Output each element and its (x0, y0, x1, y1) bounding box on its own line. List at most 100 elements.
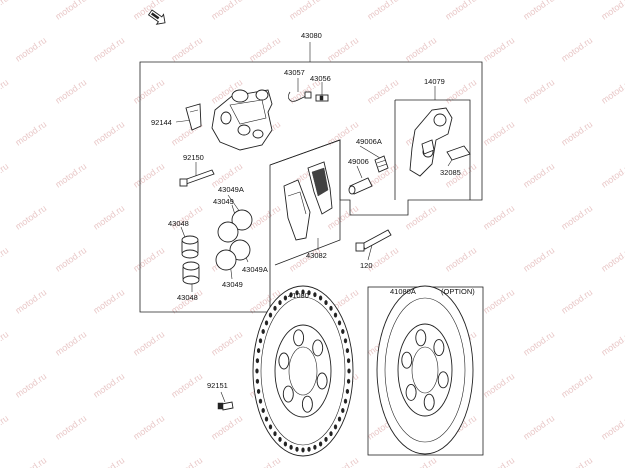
watermark-text: motod.ru (209, 413, 244, 442)
disc-vent-hole (295, 446, 299, 452)
watermark-text: motod.ru (53, 329, 88, 358)
watermark-text: motod.ru (247, 455, 282, 468)
disc-vent-hole (255, 368, 259, 374)
disc-vent-hole (345, 348, 350, 354)
disc-vent-hole (337, 320, 342, 326)
disc-hub-cutout (401, 351, 413, 369)
disc-vent-hole (258, 398, 263, 404)
disc-hub-cutout (433, 339, 445, 357)
watermark-text: motod.ru (481, 287, 516, 316)
watermark-text: motod.ru (599, 77, 625, 106)
watermark-text: motod.ru (559, 203, 594, 232)
disc-vent-hole (273, 305, 277, 311)
watermark-text: motod.ru (209, 329, 244, 358)
label-43049A-upper: 43049A (218, 185, 244, 194)
disc-vent-hole (283, 295, 288, 301)
watermark-text: motod.ru (53, 0, 88, 22)
piston-lower (182, 261, 200, 285)
piston-upper (181, 235, 199, 259)
watermark-text: motod.ru (365, 0, 400, 22)
brake-pad-front (307, 161, 333, 215)
dust-boot (374, 155, 389, 173)
disc-vent-hole (313, 292, 317, 298)
pad-frame (269, 139, 341, 266)
piston-seals-lower (215, 239, 251, 271)
watermark-text: motod.ru (559, 371, 594, 400)
disc-vent-hole (255, 378, 260, 384)
label-43082: 43082 (306, 251, 327, 260)
watermark-text: motod.ru (53, 245, 88, 274)
watermark-text: motod.ru (247, 203, 282, 232)
watermark-text: motod.ru (169, 371, 204, 400)
watermark-text: motod.ru (521, 245, 556, 274)
watermark-text: motod.ru (599, 0, 625, 22)
watermark-text: motod.ru (91, 119, 126, 148)
watermark-text: motod.ru (13, 455, 48, 468)
label-120: 120 (360, 261, 373, 270)
disc-vent-hole (268, 424, 273, 430)
disc-vent-hole (318, 295, 323, 301)
watermark-text: motod.ru (599, 161, 625, 190)
bolt-120 (355, 229, 392, 252)
disc-hub-cutout (312, 339, 324, 357)
watermark-text: motod.ru (599, 329, 625, 358)
disc-vent-hole (346, 378, 351, 384)
watermark-text: motod.ru (481, 455, 516, 468)
label-43049-upper: 43049 (213, 197, 234, 206)
watermark-text: motod.ru (91, 287, 126, 316)
watermark-text: motod.ru (131, 329, 166, 358)
disc-vent-hole (261, 408, 265, 413)
label-option: (OPTION) (441, 287, 475, 296)
disc-hub-cutout (282, 385, 294, 403)
arrow-front-icon (147, 9, 166, 25)
watermark-text: motod.ru (13, 35, 48, 64)
disc-vent-hole (278, 300, 282, 306)
watermark-text: motod.ru (13, 287, 48, 316)
label-43056: 43056 (310, 74, 331, 83)
label-92144: 92144 (151, 118, 172, 127)
watermark-text: motod.ru (403, 455, 438, 468)
disc-vent-hole (258, 338, 263, 344)
watermark-text: motod.ru (13, 203, 48, 232)
watermark-text: motod.ru (599, 413, 625, 442)
brake-disc-41080A (376, 285, 474, 455)
watermark-text: motod.ru (521, 329, 556, 358)
label-49006A: 49006A (356, 137, 382, 146)
caliper-body (211, 89, 273, 151)
disc-vent-hole (289, 292, 293, 298)
watermark-text: motod.ru (287, 0, 322, 22)
disc-vent-hole (329, 305, 333, 311)
disc-hub-cutout (423, 393, 435, 411)
slide-pin-92150 (179, 169, 215, 187)
watermark-text: motod.ru (0, 413, 10, 442)
disc-vent-hole (307, 290, 311, 296)
disc-hub-cutout (437, 371, 449, 389)
label-41080A: 41080A (390, 287, 416, 296)
watermark-text: motod.ru (53, 161, 88, 190)
watermark-text: motod.ru (559, 287, 594, 316)
watermark-text: motod.ru (169, 455, 204, 468)
disc-vent-hole (347, 368, 351, 374)
watermark-text: motod.ru (559, 119, 594, 148)
bleed-valve (315, 94, 329, 102)
watermark-text: motod.ru (521, 413, 556, 442)
watermark-text: motod.ru (443, 245, 478, 274)
pad-spring-32085 (446, 145, 471, 161)
part-labels: 43080 43057 43056 14079 92144 49006A 490… (151, 31, 475, 390)
label-43048-lower: 43048 (177, 293, 198, 302)
label-14079: 14079 (424, 77, 445, 86)
watermark-text: motod.ru (403, 203, 438, 232)
watermark-text: motod.ru (13, 119, 48, 148)
watermark-text: motod.ru (521, 161, 556, 190)
disc-vent-hole (333, 312, 338, 318)
disc-vent-hole (345, 388, 350, 394)
disc-vent-hole (255, 358, 260, 364)
disc-vent-hole (283, 441, 288, 447)
disc-vent-hole (268, 312, 273, 318)
label-92150: 92150 (183, 153, 204, 162)
watermark-text: motod.ru (0, 161, 10, 190)
disc-vent-hole (343, 398, 348, 404)
sleeve (348, 177, 373, 195)
disc-vent-hole (264, 416, 269, 422)
